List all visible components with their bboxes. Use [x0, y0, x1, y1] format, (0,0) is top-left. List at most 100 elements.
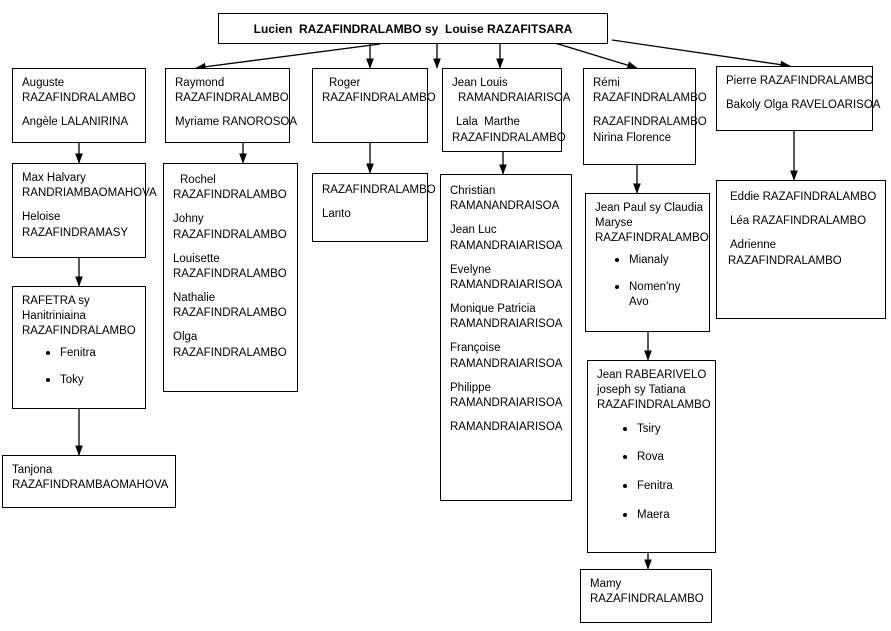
list-item: Rova	[623, 450, 706, 465]
child-last-name: RAZAFINDRALAMBO	[173, 307, 287, 320]
roger-child-last-name: RAZAFINDRALAMBO	[322, 184, 436, 196]
child-adrienne-first: Adrienne	[730, 239, 777, 252]
remi-spouse-last: RAZAFINDRALAMBO	[593, 116, 707, 129]
list-item: Fenitra	[46, 346, 136, 361]
child-last-name: RAMANANDRAISOA	[450, 200, 560, 213]
list-item: Tsiry	[623, 422, 706, 437]
child-first-name: Françoise	[450, 342, 501, 355]
child-first-name: Johny	[173, 213, 204, 226]
child-last-name: RAMANDRAIARISOA	[450, 239, 563, 252]
node-tanjona[interactable]: Tanjona RAZAFINDRAMBAOMAHOVA	[2, 455, 176, 508]
jeanlouis-name-first: Jean Louis	[452, 77, 508, 89]
child-first-name: Christian	[450, 185, 496, 197]
node-mamy[interactable]: Mamy RAZAFINDRALAMBO	[580, 569, 712, 623]
root-label: Lucien RAZAFINDRALAMBO sy Louise RAZAFIT…	[253, 22, 573, 36]
child-last-name: RAZAFINDRALAMBO	[173, 346, 287, 359]
spacer	[726, 229, 876, 238]
spacer	[452, 106, 552, 115]
child-entry: Olga RAZAFINDRALAMBO	[173, 330, 288, 360]
tanjona-name-last: RAZAFINDRAMBAOMAHOVA	[12, 479, 169, 492]
child-last-name: RAMANDRAIARISOA	[450, 318, 563, 331]
mamy-name-last: RAZAFINDRALAMBO	[590, 593, 704, 606]
node-raymond[interactable]: Raymond RAZAFINDRALAMBO Myriame RANOROSO…	[165, 68, 298, 143]
child-first-name: Evelyne	[450, 263, 491, 276]
jeanpaul-line3: RAZAFINDRALAMBO	[595, 232, 709, 245]
rabearivelo-line2: joseph sy Tatiana	[597, 384, 686, 397]
child-name: Toky	[60, 374, 84, 387]
auguste-spouse: Angèle LALANIRINA	[22, 116, 129, 129]
child-first-name: Rochel	[180, 174, 216, 186]
child-entry: Louisette RAZAFINDRALAMBO	[173, 252, 288, 282]
child-last-name: RAZAFINDRALAMBO	[173, 189, 287, 202]
list-item: Fenitra	[623, 479, 706, 494]
child-entry: Nathalie RAZAFINDRALAMBO	[173, 291, 288, 321]
child-lea: Léa RAZAFINDRALAMBO	[730, 215, 867, 228]
list-item: Maera	[623, 508, 706, 523]
node-pierre-children[interactable]: Eddie RAZAFINDRALAMBO Léa RAZAFINDRALAMB…	[716, 180, 886, 319]
roger-name-last: RAZAFINDRALAMBO	[322, 92, 436, 105]
jeanlouis-spouse-last: RAZAFINDRALAMBO	[452, 131, 566, 144]
child-entry: Johny RAZAFINDRALAMBO	[173, 212, 288, 242]
spacer	[322, 198, 418, 207]
jeanpaul-children-list: Mianaly Nomen'ny Avo	[595, 253, 700, 311]
node-jean-louis[interactable]: Jean Louis RAMANDRAIARISOA Lala Marthe R…	[442, 68, 570, 152]
child-last-name: RAMANDRAIARISOA	[450, 278, 563, 291]
spacer	[175, 106, 280, 115]
auguste-name-first: Auguste	[22, 77, 65, 89]
node-raymond-children[interactable]: Rochel RAZAFINDRALAMBO Johny RAZAFINDRAL…	[163, 163, 298, 392]
child-entry: Philippe RAMANDRAIARISOA	[450, 381, 562, 411]
max-name-last: RANDRIAMBAOMAHOVA	[22, 187, 157, 200]
child-last-name: RAZAFINDRALAMBO	[173, 267, 287, 280]
child-last-name: RAMANDRAIARISOA	[450, 421, 563, 434]
node-jean-louis-children[interactable]: Christian RAMANANDRAISOA Jean Luc RAMAND…	[440, 174, 572, 501]
rafetra-line1: RAFETRA sy	[22, 295, 90, 307]
node-pierre[interactable]: Pierre RAZAFINDRALAMBO Bakoly Olga RAVEL…	[716, 66, 881, 131]
jeanlouis-spouse-first: Lala Marthe	[456, 116, 520, 129]
node-root[interactable]: Lucien RAZAFINDRALAMBO sy Louise RAZAFIT…	[218, 13, 608, 44]
child-entry: Rochel RAZAFINDRALAMBO	[173, 173, 288, 203]
tanjona-name-first: Tanjona	[12, 464, 53, 476]
rafetra-line3: RAZAFINDRALAMBO	[22, 325, 136, 338]
rabearivelo-line1: Jean RABEARIVELO	[597, 369, 707, 381]
pierre-spouse: Bakoly Olga RAVELOARISOA	[726, 99, 881, 112]
child-first-name: Monique Patricia	[450, 303, 536, 316]
mamy-name-first: Mamy	[590, 578, 622, 590]
max-name-first: Max Halvary	[22, 172, 86, 184]
auguste-name-last: RAZAFINDRALAMBO	[22, 92, 136, 105]
heloise-name-last: RAZAFINDRAMASY	[22, 226, 129, 239]
list-item: Toky	[46, 373, 136, 388]
child-name: Maera	[637, 509, 670, 522]
node-remi[interactable]: Rémi RAZAFINDRALAMBO RAZAFINDRALAMBO Nir…	[583, 68, 707, 165]
child-last-name: RAZAFINDRALAMBO	[173, 228, 287, 241]
roger-child-first-name: Lanto	[322, 208, 351, 221]
node-roger[interactable]: Roger RAZAFINDRALAMBO	[312, 68, 436, 143]
child-name: Nomen'ny Avo	[629, 281, 681, 309]
raymond-spouse: Myriame RANOROSOA	[175, 116, 298, 129]
node-auguste[interactable]: Auguste RAZAFINDRALAMBO Angèle LALANIRIN…	[12, 68, 146, 143]
spacer	[726, 89, 863, 98]
raymond-name-last: RAZAFINDRALAMBO	[175, 92, 289, 105]
child-first-name: Jean Luc	[450, 224, 497, 237]
node-jean-paul[interactable]: Jean Paul sy Claudia Maryse RAZAFINDRALA…	[585, 193, 710, 332]
child-name: Tsiry	[637, 422, 661, 435]
child-entry: Jean Luc RAMANDRAIARISOA	[450, 223, 562, 253]
jeanpaul-line1: Jean Paul sy Claudia	[595, 202, 704, 214]
child-adrienne-last: RAZAFINDRALAMBO	[728, 254, 842, 267]
heloise-name-first: Heloise	[22, 211, 61, 224]
node-max-halvary[interactable]: Max Halvary RANDRIAMBAOMAHOVA Heloise RA…	[12, 163, 157, 258]
list-item: Mianaly	[615, 253, 700, 268]
remi-spouse-first: Nirina Florence	[593, 131, 671, 144]
child-name: Mianaly	[629, 253, 669, 266]
child-name: Fenitra	[637, 480, 673, 493]
raymond-name-first: Raymond	[175, 77, 225, 89]
node-rafetra[interactable]: RAFETRA sy Hanitriniaina RAZAFINDRALAMBO…	[12, 286, 146, 409]
roger-name-first: Roger	[329, 77, 361, 89]
node-roger-children[interactable]: RAZAFINDRALAMBO Lanto	[312, 173, 436, 242]
child-last-name: RAMANDRAIARISOA	[450, 396, 563, 409]
remi-name-first: Rémi	[593, 77, 620, 89]
node-jean-rabearivelo[interactable]: Jean RABEARIVELO joseph sy Tatiana RAZAF…	[587, 360, 716, 553]
spacer	[593, 106, 686, 115]
child-first-name: Louisette	[173, 252, 220, 265]
pierre-name: Pierre RAZAFINDRALAMBO	[726, 75, 874, 87]
